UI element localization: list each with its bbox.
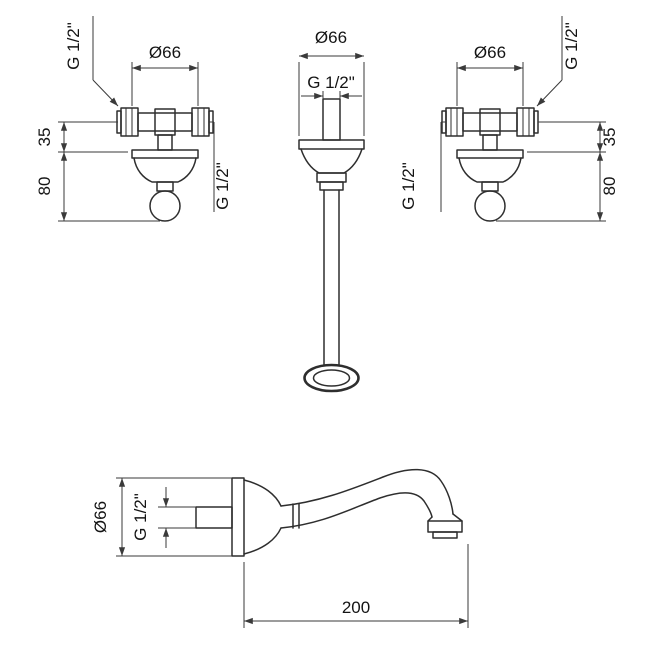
spout-front-dimension-lines [298,52,365,136]
valve-left-body [116,107,214,222]
valve-left-offset-label: 35 [35,128,54,147]
valve-left-diameter-label: Ø66 [149,43,181,62]
valve-right-height-label: 80 [600,177,619,196]
spout-front-body [298,98,365,393]
valve-right-thread-outlet-label: G 1/2" [399,162,418,210]
spout-side-diameter-label: Ø66 [91,501,110,533]
valve-right-diameter-label: Ø66 [474,43,506,62]
valve-right-offset-label: 35 [600,128,619,147]
valve-right-dimension-lines [440,16,606,222]
spout-side-thread-label: G 1/2" [131,493,150,541]
spout-front-diameter-label: Ø66 [315,28,347,47]
spout-side-body [195,468,463,557]
spout-side-reach-label: 200 [342,598,370,617]
valve-left-view: Ø66 G 1/2" 35 80 G 1/2" [35,16,232,222]
spout-front-view: Ø66 G 1/2" [298,28,365,393]
spout-front-thread-label: G 1/2" [307,73,355,92]
valve-right-thread-top-label: G 1/2" [562,22,581,70]
spout-side-view: Ø66 G 1/2" 200 [91,468,469,628]
spout-side-dimension-lines [116,477,469,628]
valve-right-body [441,107,539,222]
valve-left-thread-top-label: G 1/2" [64,22,83,70]
valve-left-dimension-lines [58,16,215,222]
valve-right-view: Ø66 G 1/2" 35 80 G 1/2" [399,16,619,222]
valve-left-thread-outlet-label: G 1/2" [213,162,232,210]
valve-left-height-label: 80 [35,177,54,196]
